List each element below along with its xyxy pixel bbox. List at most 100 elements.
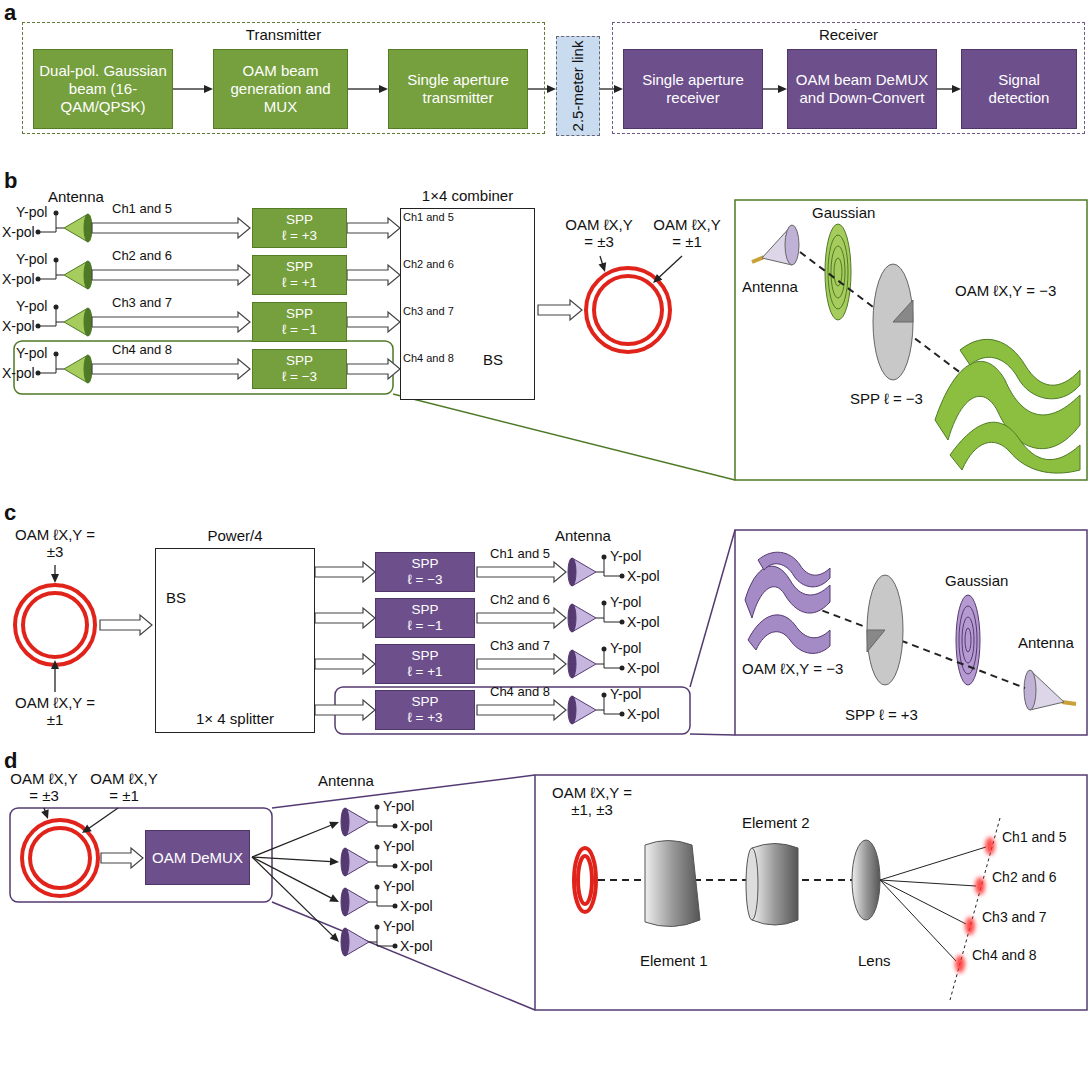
text-label: Lens bbox=[858, 952, 891, 969]
beam-arrow bbox=[477, 608, 566, 628]
text-label: Antenna bbox=[1018, 634, 1074, 651]
oam-wavefront bbox=[745, 552, 830, 653]
process-box: Signal detection bbox=[961, 49, 1077, 129]
arrow-line bbox=[937, 88, 953, 89]
antenna-symbol bbox=[596, 603, 604, 618]
highlight-frame bbox=[14, 341, 393, 394]
arrowhead bbox=[51, 660, 59, 669]
output-ray bbox=[880, 880, 976, 886]
text-label: Gaussian bbox=[812, 204, 875, 221]
highlight-frame bbox=[735, 200, 1087, 480]
spp-box: SPPℓ = +1 bbox=[252, 255, 347, 295]
antenna-symbol bbox=[604, 664, 622, 668]
node-text: ℓ = −1 bbox=[407, 618, 442, 634]
antenna-symbol bbox=[369, 847, 377, 862]
splitter-box: Power/4BS1× 4 splitter bbox=[155, 548, 315, 733]
text-label: X-pol bbox=[400, 818, 433, 834]
text-label: X-pol bbox=[400, 858, 433, 874]
output-ray bbox=[880, 880, 966, 924]
antenna-symbol bbox=[56, 307, 64, 322]
antenna-symbol bbox=[36, 277, 41, 282]
antenna-symbol bbox=[604, 572, 622, 576]
pointer-arrow bbox=[51, 660, 59, 692]
oam-ring bbox=[574, 848, 596, 912]
oam-wavefront bbox=[950, 422, 1080, 473]
focal-spot bbox=[965, 917, 975, 935]
node-text: BS bbox=[483, 351, 503, 369]
spp-box: SPPℓ = +3 bbox=[375, 690, 475, 730]
optical-element bbox=[852, 840, 880, 920]
text-label: X-pol bbox=[627, 706, 660, 722]
text-label: X-pol bbox=[2, 271, 35, 287]
text-label: Y-pol bbox=[383, 798, 414, 814]
antenna-symbol bbox=[620, 620, 625, 625]
arrow-line bbox=[54, 565, 55, 575]
node-text: SPP bbox=[411, 602, 438, 618]
highlight-frame bbox=[10, 808, 272, 902]
arrowhead bbox=[598, 262, 606, 272]
spiral-phase-plate bbox=[867, 264, 913, 685]
output-ray bbox=[880, 847, 986, 961]
antenna-symbol bbox=[38, 228, 56, 232]
text-label: Y-pol bbox=[610, 640, 641, 656]
text-label: Antenna bbox=[48, 188, 104, 205]
node-text: Single aperture transmitter bbox=[393, 71, 523, 107]
node-text: OAM beam generation and MUX bbox=[218, 62, 343, 116]
antenna-symbol bbox=[620, 712, 625, 717]
arrowhead bbox=[952, 85, 961, 93]
arrowhead bbox=[379, 85, 388, 93]
antenna-symbol bbox=[393, 904, 398, 909]
arrow-line bbox=[659, 256, 682, 278]
arrow-line bbox=[528, 88, 548, 89]
oam-ring bbox=[578, 856, 592, 904]
node-text: OAM DeMUX bbox=[152, 849, 243, 867]
node-text: 2.5-meter link bbox=[569, 41, 587, 132]
node-text: BS bbox=[166, 589, 186, 607]
oam-wavefront bbox=[748, 615, 830, 654]
arrowhead bbox=[330, 857, 339, 865]
focal-spot bbox=[975, 877, 985, 895]
pointer-arrow bbox=[598, 256, 606, 272]
text-label: Antenna bbox=[742, 278, 798, 295]
beam-arrow bbox=[92, 265, 250, 285]
panel-letter: c bbox=[4, 500, 16, 525]
beam-arrow bbox=[100, 615, 152, 635]
beam-arrow bbox=[477, 654, 566, 674]
spp-box: SPPℓ = +1 bbox=[375, 644, 475, 684]
gaussian-plate bbox=[956, 595, 980, 685]
text-label: X-pol bbox=[627, 660, 660, 676]
highlight-frame bbox=[10, 530, 1087, 1010]
focal-spot bbox=[955, 955, 965, 973]
demux-arrow bbox=[252, 857, 339, 942]
text-label: OAM ℓX,Y = ±1 bbox=[88, 770, 160, 805]
demux-arrow bbox=[252, 857, 339, 902]
group-box: TransmitterDual-pol. Gaussian beam (16-Q… bbox=[22, 22, 545, 134]
arrowhead bbox=[51, 574, 59, 583]
process-box: OAM beam DeMUX and Down-Convert bbox=[787, 49, 937, 129]
antenna-symbol bbox=[602, 601, 607, 606]
antenna-symbol bbox=[84, 355, 92, 383]
connector bbox=[315, 700, 375, 720]
arrow-line bbox=[173, 88, 205, 89]
antenna-symbol bbox=[377, 862, 395, 866]
antenna-symbol bbox=[375, 845, 380, 850]
text-label: Y-pol bbox=[16, 204, 47, 220]
oam-ring bbox=[586, 268, 670, 352]
arrowhead bbox=[41, 809, 49, 819]
pointer-arrow bbox=[82, 808, 118, 833]
text-label: OAM ℓX,Y = ±1 bbox=[8, 694, 102, 729]
antenna-symbol bbox=[341, 808, 349, 836]
arrow-line bbox=[252, 857, 331, 862]
text-label: Ch4 and 8 bbox=[490, 685, 550, 700]
highlight-frame bbox=[690, 530, 735, 687]
antenna-symbol bbox=[568, 696, 576, 724]
arrow-line bbox=[89, 808, 118, 828]
antenna-symbol bbox=[393, 944, 398, 949]
text-label: X-pol bbox=[400, 938, 433, 954]
gaussian-plate bbox=[825, 224, 851, 320]
antenna-symbol bbox=[375, 805, 380, 810]
highlight-frame bbox=[535, 775, 1087, 1010]
spp-box: SPPℓ = +3 bbox=[252, 208, 347, 248]
text-label: OAM ℓX,Y = ±1, ±3 bbox=[542, 784, 642, 819]
